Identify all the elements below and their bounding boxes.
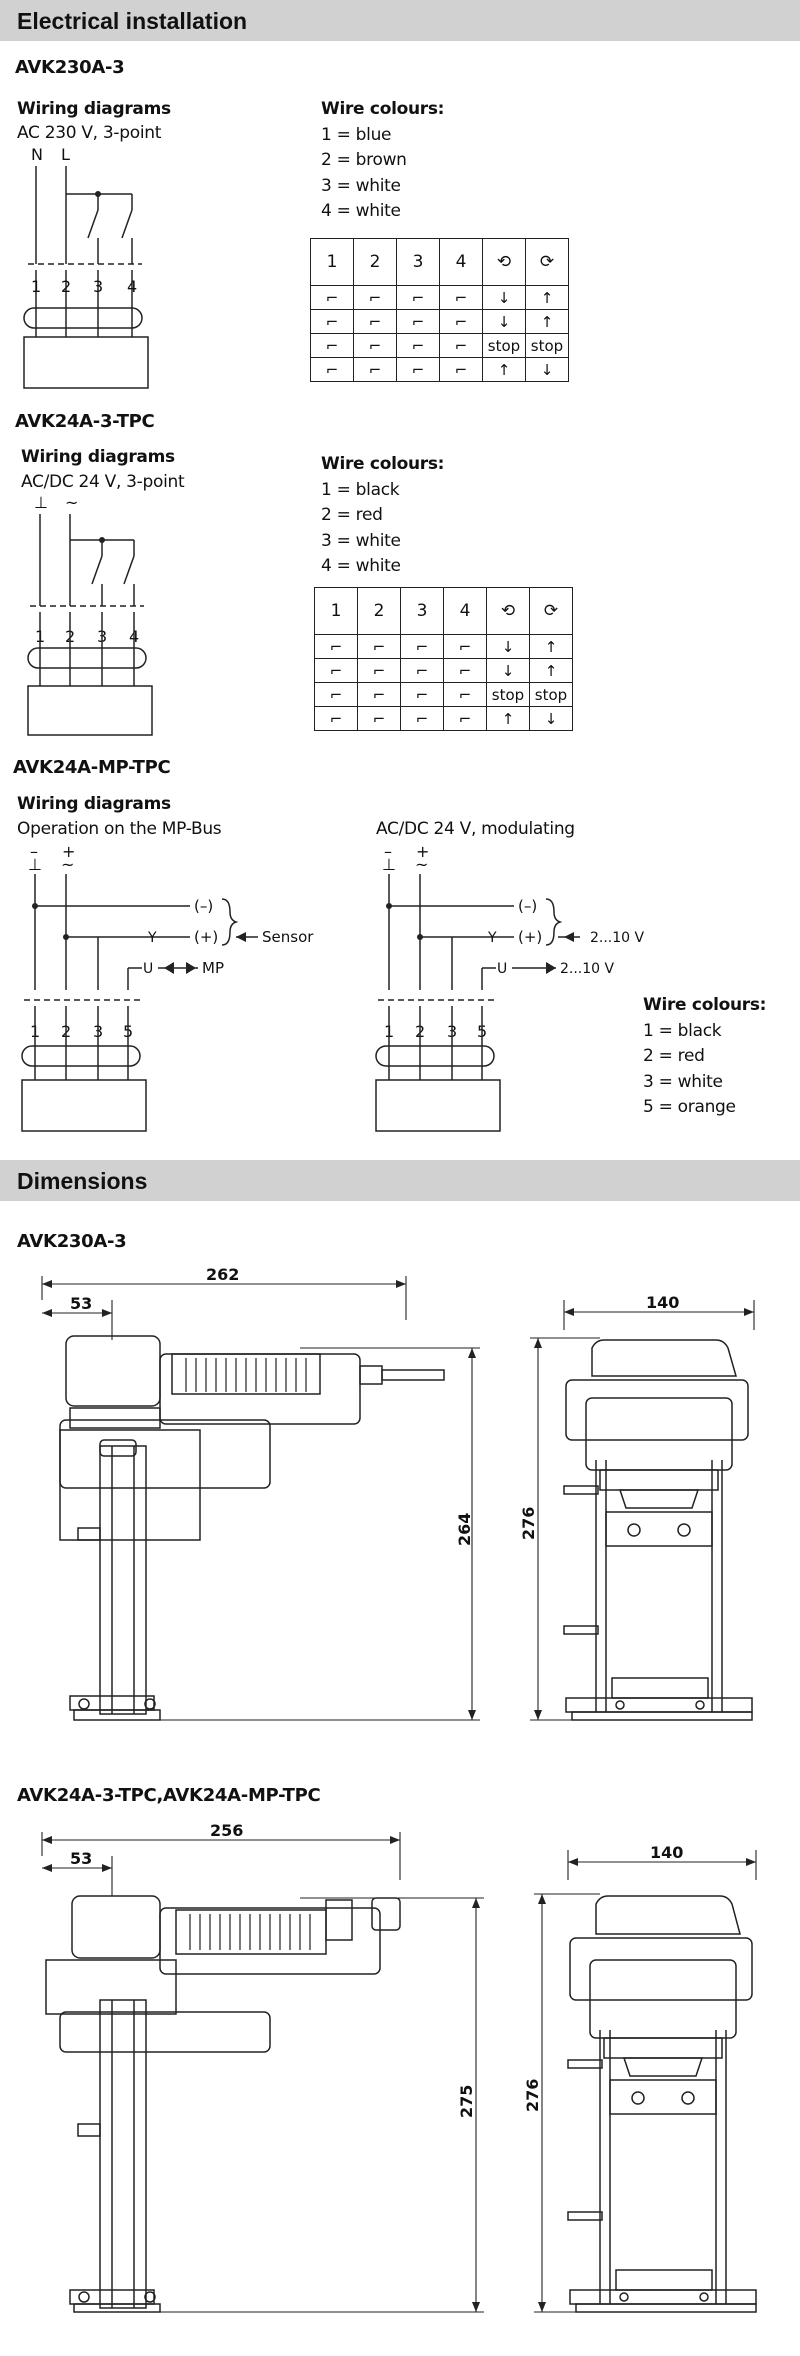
sensor-label: Sensor bbox=[262, 928, 314, 946]
model-title: AVK230A-3 bbox=[15, 57, 125, 78]
top-minus: – bbox=[30, 842, 38, 861]
terminal-n: N bbox=[31, 145, 43, 164]
section-header-dimensions: Dimensions bbox=[0, 1160, 800, 1201]
terminal-l: L bbox=[61, 145, 70, 164]
top-plus: + bbox=[416, 842, 429, 861]
rotate-cw-icon: ⟳ bbox=[529, 587, 573, 635]
section-title: Electrical installation bbox=[17, 8, 248, 34]
section-title: Dimensions bbox=[17, 1168, 148, 1194]
dim-side-width: 140 bbox=[650, 1843, 683, 1862]
dim-side-width: 140 bbox=[646, 1293, 679, 1312]
dim-width: 256 bbox=[210, 1821, 243, 1840]
wiring-subtitle: AC 230 V, 3-point bbox=[17, 123, 162, 143]
rotate-cw-icon: ⟳ bbox=[525, 238, 569, 286]
wire-colours-title: Wire colours: bbox=[321, 99, 445, 119]
table-header-3: 3 bbox=[400, 587, 444, 635]
terminal-ac: ~ bbox=[61, 855, 74, 874]
y-label: Y bbox=[147, 930, 157, 946]
wiring-title: Wiring diagrams bbox=[17, 794, 171, 814]
model-title: AVK24A-3-TPC,AVK24A-MP-TPC bbox=[17, 1785, 321, 1806]
terminal-3: 3 bbox=[93, 277, 103, 296]
table-header-4: 4 bbox=[443, 587, 487, 635]
rotate-ccw-icon: ⟲ bbox=[486, 587, 530, 635]
terminal-2: 2 bbox=[61, 277, 71, 296]
wire-colour-item: 1 = black bbox=[321, 479, 400, 500]
dim-side-height: 276 bbox=[523, 2079, 542, 2112]
model-title: AVK24A-3-TPC bbox=[15, 411, 155, 432]
terminal-ac: ~ bbox=[415, 855, 428, 874]
u-label: U bbox=[497, 961, 507, 977]
terminal-1: 1 bbox=[31, 277, 41, 296]
plus-label: (+) bbox=[194, 928, 218, 946]
model-title: AVK230A-3 bbox=[17, 1231, 127, 1252]
wire-colours-mp: Wire colours: 1 = black 2 = red 3 = whit… bbox=[643, 993, 766, 1121]
wire-colour-item: 4 = white bbox=[321, 201, 401, 221]
wire-colour-item: 2 = red bbox=[643, 1046, 705, 1066]
stop-label: stop bbox=[525, 333, 569, 358]
wire-colours-avk24-3: Wire colours: 1 = black 2 = red 3 = whit… bbox=[321, 452, 444, 580]
wiring-diagram-avk230: N L 1 2 3 4 bbox=[23, 145, 149, 389]
wire-colour-item: 3 = white bbox=[643, 1071, 723, 1092]
wiring-diagram-avk24-3: ⊥ ~ 1 2 3 4 bbox=[27, 493, 153, 736]
dimension-drawing-avk24: 256 53 275 140 276 bbox=[41, 1821, 757, 2313]
wiring-subtitle: AC/DC 24 V, 3-point bbox=[21, 472, 185, 492]
dim-offset: 53 bbox=[70, 1294, 92, 1313]
wiring-subtitle-modulating: AC/DC 24 V, modulating bbox=[376, 819, 575, 839]
dim-side-height: 276 bbox=[519, 1507, 538, 1540]
table-header-1: 1 bbox=[314, 587, 358, 635]
terminal-ac: ~ bbox=[65, 493, 78, 512]
table-header-2: 2 bbox=[353, 238, 397, 286]
terminal-ground: ⊥ bbox=[34, 493, 48, 512]
wire-colour-item: 3 = white bbox=[321, 175, 401, 196]
wire-colours-avk230: Wire colours: 1 = blue 2 = brown 3 = whi… bbox=[321, 97, 444, 225]
terminal-ground: ⊥ bbox=[28, 855, 42, 874]
range-in-label: 2...10 V bbox=[590, 930, 645, 946]
table-header-2: 2 bbox=[357, 587, 401, 635]
wire-colour-item: 4 = white bbox=[321, 556, 401, 576]
wire-colour-item: 1 = black bbox=[643, 1020, 722, 1041]
table-header-3: 3 bbox=[396, 238, 440, 286]
dim-width: 262 bbox=[206, 1265, 239, 1284]
wiring-title: Wiring diagrams bbox=[17, 99, 171, 119]
model-title: AVK24A-MP-TPC bbox=[13, 757, 171, 778]
terminal-ground: ⊥ bbox=[382, 855, 396, 874]
wire-colours-title: Wire colours: bbox=[643, 995, 767, 1015]
stop-label: stop bbox=[482, 333, 526, 358]
stop-label: stop bbox=[529, 682, 573, 707]
wire-colour-item: 1 = blue bbox=[321, 124, 392, 145]
section-header-electrical: Electrical installation bbox=[0, 0, 800, 41]
stop-label: stop bbox=[486, 682, 530, 707]
minus-label: (–) bbox=[194, 897, 213, 915]
range-out-label: 2...10 V bbox=[560, 961, 615, 977]
minus-label: (–) bbox=[518, 897, 537, 915]
wiring-diagram-mp-bus: – + ⊥ ~ (–) (+) Y Sensor U MP 1 2 3 5 – … bbox=[21, 842, 645, 1132]
wire-colour-item: 2 = brown bbox=[321, 150, 407, 170]
dim-height: 275 bbox=[457, 2085, 476, 2118]
table-header-4: 4 bbox=[439, 238, 483, 286]
dim-offset: 53 bbox=[70, 1849, 92, 1868]
wiring-subtitle-mp-bus: Operation on the MP-Bus bbox=[17, 819, 222, 839]
terminal-4: 4 bbox=[127, 277, 137, 296]
wire-colours-title: Wire colours: bbox=[321, 454, 445, 474]
u-label: U bbox=[143, 961, 153, 977]
rotate-ccw-icon: ⟲ bbox=[482, 238, 526, 286]
plus-label: (+) bbox=[518, 928, 542, 946]
top-plus: + bbox=[62, 842, 75, 861]
wire-colour-item: 5 = orange bbox=[643, 1097, 736, 1117]
top-minus: – bbox=[384, 842, 392, 861]
dimension-drawing-avk230: 262 53 264 140 276 bbox=[41, 1265, 755, 1721]
dim-height: 264 bbox=[455, 1513, 474, 1546]
mp-label: MP bbox=[202, 959, 224, 977]
wire-colour-item: 3 = white bbox=[321, 530, 401, 551]
wiring-title: Wiring diagrams bbox=[21, 447, 175, 467]
wire-colour-item: 2 = red bbox=[321, 505, 383, 525]
table-header-1: 1 bbox=[310, 238, 354, 286]
y-label: Y bbox=[487, 930, 497, 946]
